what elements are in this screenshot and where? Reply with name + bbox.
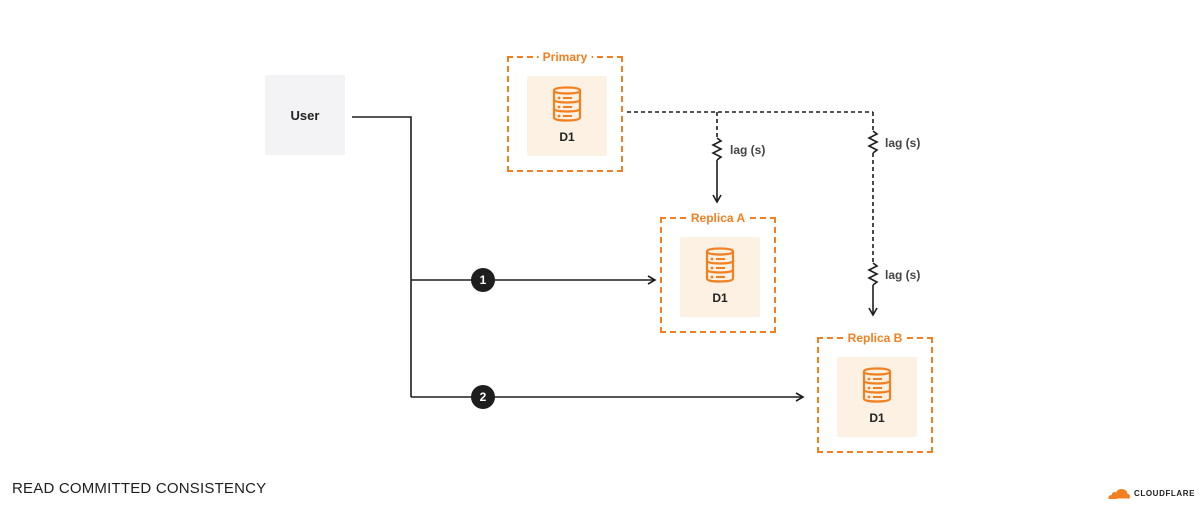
replica-b-db-card: D1	[837, 357, 917, 437]
lag-label-replica-a: lag (s)	[730, 143, 766, 157]
replica-a-db-label: D1	[712, 291, 728, 305]
step-1-number: 1	[479, 273, 487, 287]
user-request-line	[352, 116, 412, 397]
replica-a-title: Replica A	[686, 211, 750, 225]
step-2-badge: 2	[471, 385, 495, 409]
replica-a-node: Replica A D1	[660, 211, 776, 333]
primary-db-label: D1	[559, 130, 575, 144]
logo-text: CLOUDFLARE	[1134, 488, 1196, 498]
step-2-number: 2	[479, 390, 487, 404]
spring-zigzag-icon	[867, 130, 879, 154]
primary-title: Primary	[538, 50, 592, 64]
replica-b-db-label: D1	[869, 411, 885, 425]
primary-node: Primary D1	[507, 50, 623, 172]
lag-label-replica-b-upper: lag (s)	[885, 136, 921, 150]
step-1-badge: 1	[471, 268, 495, 292]
database-stack-icon	[862, 367, 892, 403]
cloudflare-cloud-icon	[1108, 489, 1130, 500]
replica-b-title: Replica B	[843, 331, 907, 345]
lag-label-replica-b-lower: lag (s)	[885, 268, 921, 282]
spring-zigzag-icon	[867, 262, 879, 286]
primary-db-card: D1	[527, 76, 607, 156]
spring-zigzag-icon	[711, 137, 723, 161]
replica-a-db-card: D1	[680, 237, 760, 317]
user-box: User	[265, 75, 345, 155]
cloudflare-logo: CLOUDFLARE	[1106, 484, 1195, 502]
database-stack-icon	[552, 86, 582, 122]
user-label: User	[290, 107, 320, 123]
diagram-caption: READ COMMITTED CONSISTENCY	[12, 480, 267, 497]
replica-b-node: Replica B D1	[817, 331, 933, 453]
database-stack-icon	[705, 247, 735, 283]
